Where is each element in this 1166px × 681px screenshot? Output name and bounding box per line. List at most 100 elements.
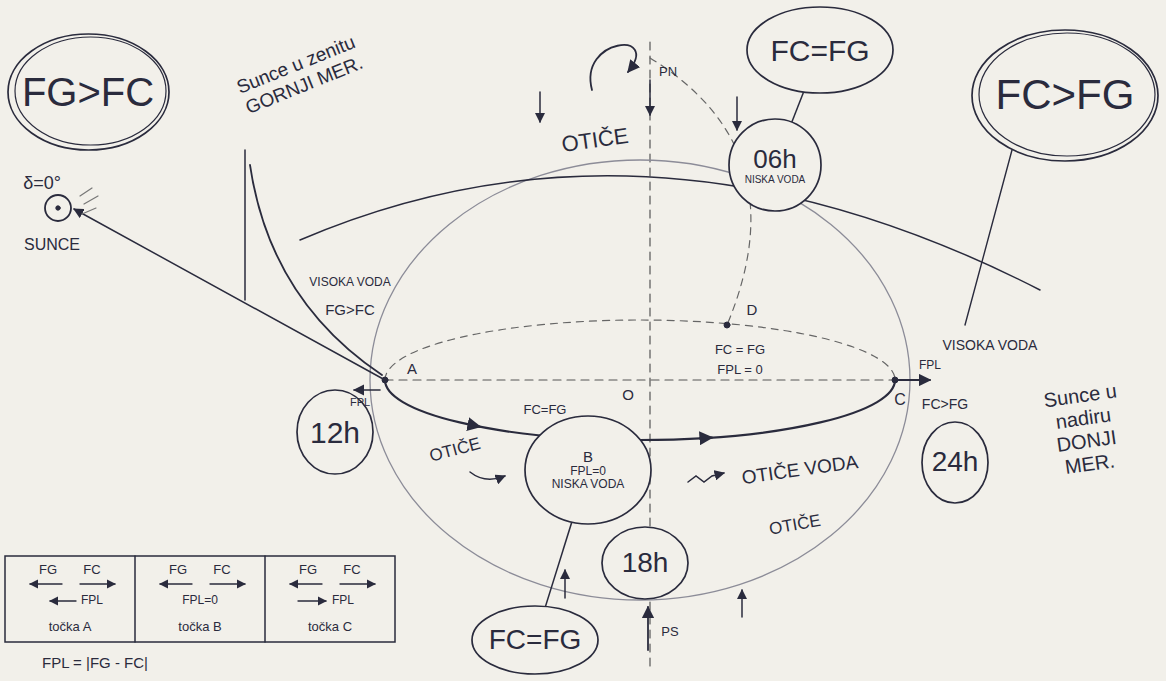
circle-outline <box>922 422 988 503</box>
sun-symbol <box>45 195 71 221</box>
force-label: FPL <box>919 359 941 373</box>
outline-arc <box>250 165 382 375</box>
force-circle: FC=FG <box>745 5 895 95</box>
force-label: FC=FG <box>524 403 567 418</box>
force-circle: FG>FC <box>6 32 171 152</box>
tide-label: VISOKA VODA <box>943 337 1038 353</box>
tide-ellipsoid <box>370 160 910 600</box>
rotation-arrow <box>700 437 712 440</box>
circle-text: NISKA VODA <box>745 174 806 185</box>
table-cell: FC <box>213 563 230 578</box>
circle-outline <box>8 34 169 150</box>
leader-line <box>545 522 571 606</box>
formula-text: FPL = |FG - FC| <box>42 654 148 671</box>
point-circle: BFPL=0NISKA VODA <box>523 414 653 526</box>
force-label: FPL <box>350 396 370 409</box>
point-label: A <box>407 360 417 377</box>
time-circle: 06hNISKA VODA <box>727 117 823 213</box>
table-arrow <box>30 583 62 584</box>
flow-label: OTIČE <box>560 123 630 157</box>
force-label: FC = FG <box>715 343 765 358</box>
table-cell: FPL <box>81 594 103 608</box>
table-cell: točka C <box>308 620 352 635</box>
angle-label: δ=0° <box>23 173 61 194</box>
circle-content: FC>FG <box>970 28 1160 163</box>
circle-outline <box>747 7 893 93</box>
circle-text: FC=FG <box>770 34 869 67</box>
flow-arrow <box>564 570 566 598</box>
time-circle: 18h <box>600 525 690 601</box>
flow-arrow <box>741 590 743 617</box>
sun-direction <box>74 209 385 380</box>
circle-content: FC=FG <box>745 5 895 95</box>
point-dot <box>382 377 388 383</box>
table-rule <box>264 556 266 642</box>
table-cell: točka B <box>178 620 221 635</box>
table-rule <box>134 556 136 642</box>
point-label: D <box>747 301 758 318</box>
force-circle: FC>FG <box>970 28 1160 163</box>
table-arrow <box>160 583 192 584</box>
circle-text: NISKA VODA <box>552 478 625 491</box>
flow-arrow <box>647 607 649 650</box>
sun-rays <box>80 188 98 214</box>
table-arrow <box>50 600 76 601</box>
circle-text: FC>FG <box>996 72 1135 118</box>
circle-content: BFPL=0NISKA VODA <box>523 414 653 526</box>
circle-outline <box>979 33 1155 156</box>
leader-line <box>965 150 1012 325</box>
point-label: C <box>894 391 906 409</box>
equator-back <box>385 320 895 380</box>
sun-label: SUNCE <box>24 236 80 254</box>
circle-outline <box>472 606 598 674</box>
circle-outline <box>15 37 166 145</box>
time-circle: 24h <box>920 420 990 505</box>
table-cell: FPL <box>332 594 354 608</box>
rotation-arrow <box>470 425 480 427</box>
note-text: Sunce u nadiru DONJI MER. <box>1032 378 1139 482</box>
flow-label: OTIČE <box>768 511 823 539</box>
circle-content: 24h <box>920 420 990 505</box>
circle-content: 18h <box>600 525 690 601</box>
tide-label: VISOKA VODA <box>309 276 390 290</box>
circle-outline <box>525 416 651 524</box>
flow-arrow <box>539 92 541 122</box>
force-circle: FC=FG <box>470 604 600 676</box>
circle-outline <box>972 30 1158 161</box>
force-arrow <box>897 379 930 381</box>
flow-label: OTIČE <box>427 434 482 466</box>
rotation-curl <box>590 45 636 90</box>
force-arrow <box>354 389 380 391</box>
table-cell: FC <box>83 563 100 578</box>
pole-label: PN <box>659 65 677 80</box>
force-table <box>5 556 395 642</box>
circle-outline <box>729 119 821 211</box>
circle-outline <box>297 390 373 474</box>
circle-text: 24h <box>932 447 979 478</box>
circle-content: 06hNISKA VODA <box>727 117 823 213</box>
table-cell: FG <box>169 563 187 578</box>
circle-text: FPL=0 <box>570 465 606 478</box>
pole-label: PS <box>661 625 678 640</box>
flow-arrow <box>688 473 724 482</box>
circle-text: FC=FG <box>489 625 582 656</box>
table-arrow <box>340 583 375 584</box>
circle-text: 06h <box>753 145 796 174</box>
circle-text: FG>FC <box>22 70 154 114</box>
circle-text: B <box>583 449 593 466</box>
sun-axis <box>385 379 895 380</box>
table-cell: FG <box>299 563 317 578</box>
note-text: Sunce u zenitu GORNJI MER. <box>213 23 387 127</box>
leader-line <box>792 92 804 122</box>
flow-arrow <box>736 97 738 130</box>
circle-outline <box>602 527 688 599</box>
table-cell: FPL=0 <box>182 594 218 608</box>
equator-front <box>385 380 895 440</box>
force-label: FG>FC <box>325 301 375 318</box>
table-arrow <box>80 583 115 584</box>
point-dot <box>724 322 730 328</box>
table-cell: FC <box>343 563 360 578</box>
table-cell: FG <box>39 563 57 578</box>
